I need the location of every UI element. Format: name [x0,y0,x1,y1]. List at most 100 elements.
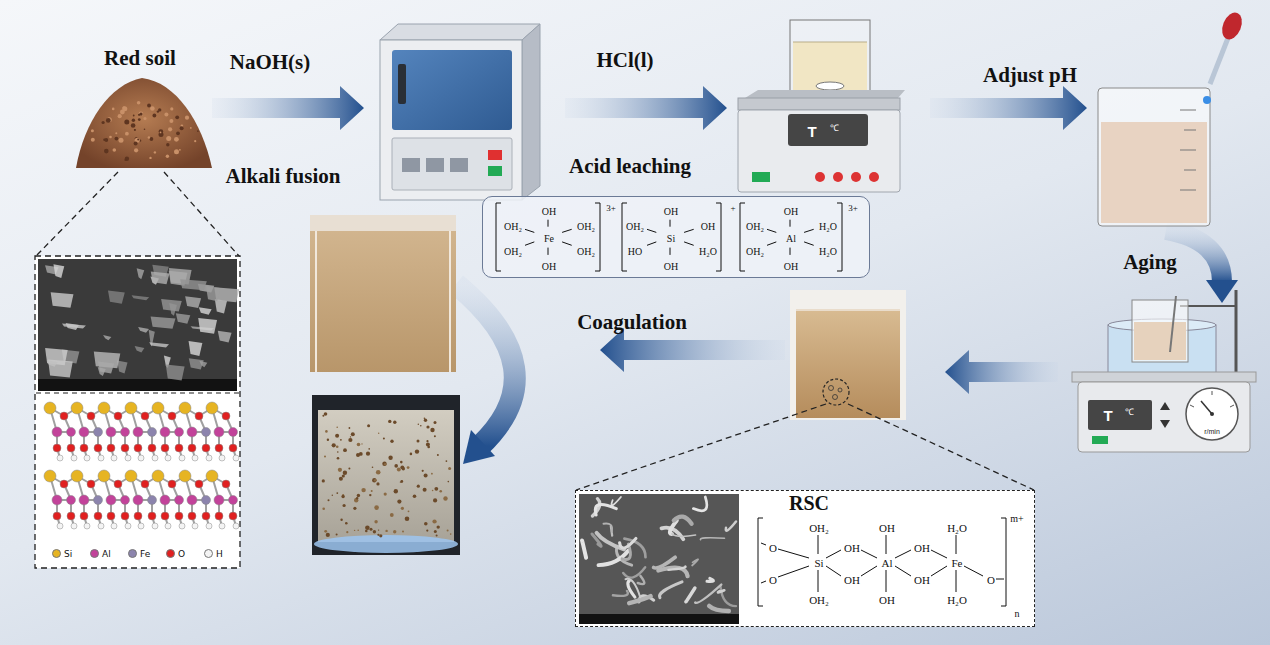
atom [125,402,137,414]
floc [372,478,376,482]
atom [67,512,75,520]
sem-fiber [620,539,636,549]
soil-grain [112,108,115,111]
complex-ions [482,196,870,278]
floc [349,427,351,429]
soil-grain [134,142,138,146]
atom [160,427,170,437]
soil-grain [133,115,135,117]
floc [417,440,420,443]
soil-grain [154,151,156,153]
soil-grain [166,143,169,146]
floc [322,507,325,510]
reagent-label: NaOH(s) [230,50,311,75]
floc [407,466,410,469]
bond-line [548,220,549,227]
beaker [1098,10,1246,226]
atom [67,444,75,452]
hot-plate [738,20,905,192]
atom-label: H₂O [947,522,967,534]
soil-grain [120,110,125,115]
dial-text: r/min [1204,428,1220,435]
soil-grain [104,138,108,142]
beaker [1210,38,1228,84]
stirrer [1170,296,1176,352]
atom [125,470,137,482]
atom [229,512,237,520]
atom [152,455,158,461]
atom-label: Al [786,233,796,244]
floc [346,531,348,533]
atom [152,523,158,529]
sem-particle [185,296,201,308]
water-photo [314,535,458,553]
sem-fiber [660,582,683,598]
atom [79,427,89,437]
sem-particle [199,361,207,368]
atom-label: H₂O [819,221,837,232]
floc [434,435,436,437]
atom [222,480,230,488]
water-photo [312,395,460,555]
sem-particle [151,316,176,328]
atom [121,512,129,520]
floc [336,446,339,449]
floc [374,520,377,523]
sem-particle [218,331,232,343]
stirrer [1160,420,1170,428]
atom-label: OH₂ [809,594,829,606]
atom-label: OH [879,594,895,606]
floc [376,482,379,485]
atom-label: OH₂ [809,522,829,534]
legend-swatch [90,549,99,558]
soil-grain [134,128,136,130]
bond-line [562,229,572,232]
muffle-furnace [398,64,406,104]
floc [430,428,434,432]
water-photo [310,215,456,231]
floc [348,438,352,442]
rsc-panel: RSCOH₂OOSiOHOHOH₂OHAlOHOHOHFeH₂OH₂OOm+n [575,490,1035,627]
floc [447,530,449,532]
bond-line [761,581,766,583]
atom [215,444,223,452]
atom [161,512,169,520]
floc [370,528,373,531]
floc [324,456,326,458]
bond-line [647,242,656,245]
soil-grain [102,121,105,124]
sem-fiber [672,534,696,537]
bond-line [767,242,776,245]
stirrer [1235,290,1238,374]
soil-grain [109,136,112,139]
floc [436,535,438,537]
sem-image [45,264,239,380]
soil-grain [144,129,146,131]
floc [432,490,434,492]
atom [53,444,61,452]
atom-label: O [769,542,777,554]
atom [165,523,171,529]
floc [376,470,381,475]
sem-particle [149,342,169,347]
sem-particle [51,292,74,307]
floc [382,462,386,466]
complex-ions [595,203,600,271]
atom [71,455,77,461]
atom [60,412,68,420]
hot-plate [738,98,900,110]
soil-grain [153,114,157,118]
atom-label: HO [628,246,642,257]
bond-line [886,570,887,592]
floc [448,467,451,470]
atom [87,480,95,488]
stirrer [1072,290,1256,452]
atom [192,523,198,529]
step-label: Coagulation [577,310,687,335]
floc [384,463,387,466]
hot-plate [738,110,900,192]
stirrer [1072,372,1256,382]
atom-label: OH [784,261,798,272]
chemical-bond [525,220,814,255]
